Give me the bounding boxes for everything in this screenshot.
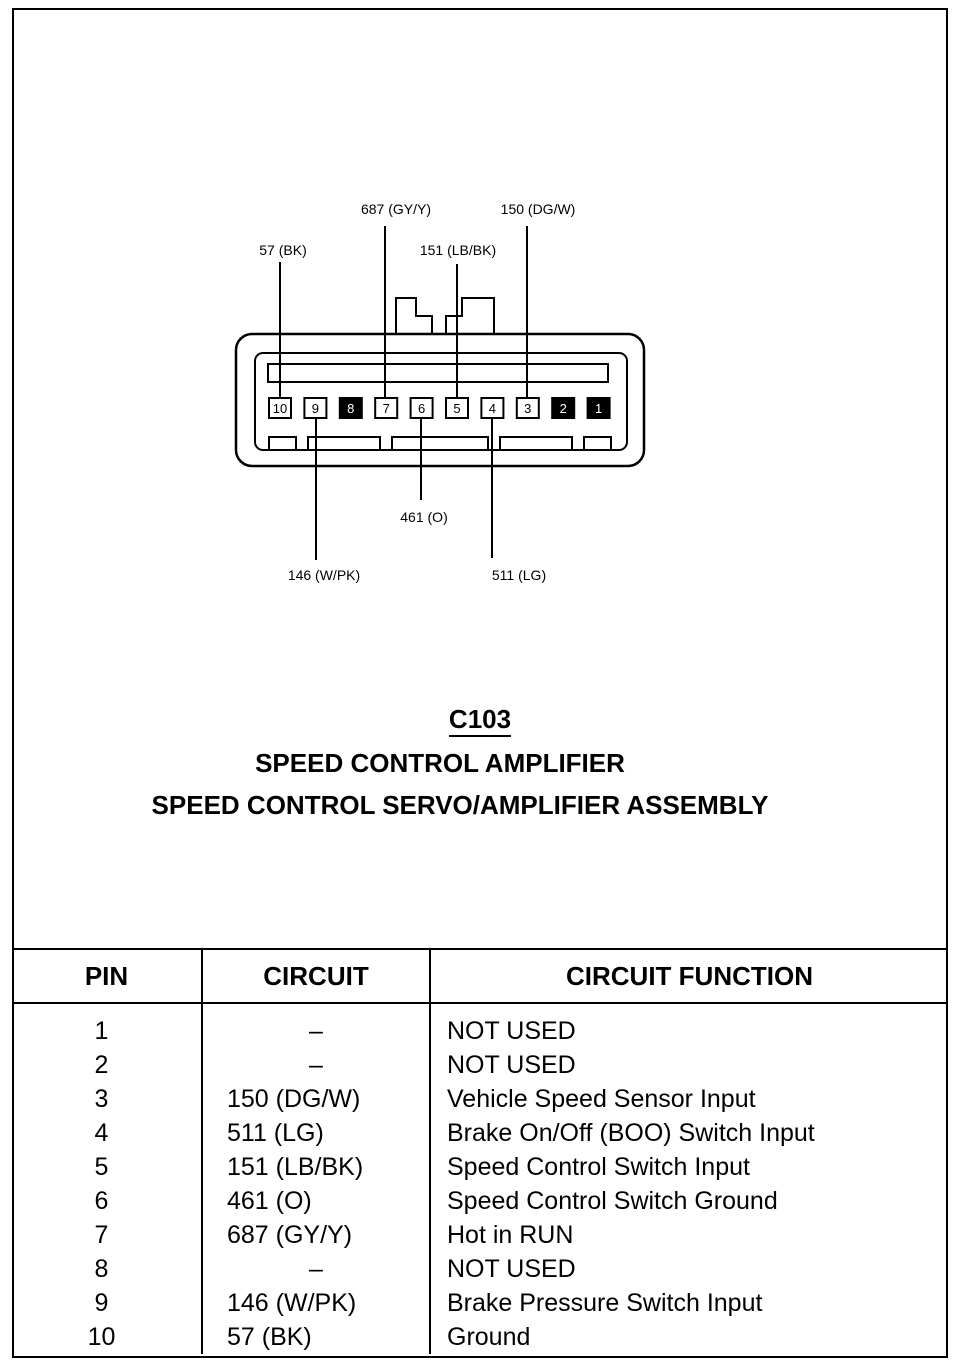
connector-subtitle-1: SPEED CONTROL AMPLIFIER: [255, 748, 625, 778]
table-row: 7 687 (GY/Y)Hot in RUN: [12, 1218, 948, 1252]
pin-number: 4: [489, 401, 496, 416]
table-row: 6 461 (O)Speed Control Switch Ground: [12, 1184, 948, 1218]
pin-cell: 10: [87, 1322, 116, 1351]
pin-cell: 3: [94, 1084, 109, 1113]
table-row: 8 –NOT USED: [12, 1252, 948, 1286]
pin-box: [586, 397, 611, 419]
header-pin: PIN: [12, 948, 202, 1004]
pin-cell: 9: [94, 1288, 109, 1317]
circuit-cell: 150 (DG/W): [201, 1082, 430, 1116]
function-cell: Speed Control Switch Ground: [429, 1184, 948, 1218]
function-cell: NOT USED: [429, 1003, 948, 1048]
circuit-cell: –: [201, 1003, 430, 1048]
function-cell: NOT USED: [429, 1048, 948, 1082]
pin-number: 7: [383, 401, 390, 416]
table-row: 10 57 (BK)Ground: [12, 1320, 948, 1354]
bottom-key: [583, 436, 612, 450]
locking-tab-left: [395, 297, 433, 334]
circuit-cell: 146 (W/PK): [201, 1286, 430, 1320]
pin-number: 5: [453, 401, 460, 416]
pin-box: [551, 397, 576, 419]
wire-label-687: 687 (GY/Y): [361, 201, 431, 217]
circuit-cell: 687 (GY/Y): [201, 1218, 430, 1252]
pin-number: 9: [312, 401, 319, 416]
function-cell: NOT USED: [429, 1252, 948, 1286]
function-cell: Brake On/Off (BOO) Switch Input: [429, 1116, 948, 1150]
table-row: 3 150 (DG/W)Vehicle Speed Sensor Input: [12, 1082, 948, 1116]
pin-box: [374, 397, 399, 419]
bottom-key: [391, 436, 489, 450]
pin-number: 1: [595, 401, 602, 416]
wire-label-151: 151 (LB/BK): [420, 242, 496, 258]
connector-outline: [234, 332, 646, 468]
connector-inner-outline: [254, 352, 628, 451]
circuit-cell: 57 (BK): [201, 1320, 430, 1354]
circuit-cell: –: [201, 1048, 430, 1082]
pin-cell: 1: [94, 1016, 109, 1045]
pin-cell: 5: [94, 1152, 109, 1181]
connector-slot: [267, 363, 609, 383]
function-cell: Speed Control Switch Input: [429, 1150, 948, 1184]
header-function: CIRCUIT FUNCTION: [429, 948, 948, 1004]
function-cell: Vehicle Speed Sensor Input: [429, 1082, 948, 1116]
bottom-key: [268, 436, 297, 450]
table-row: 2 –NOT USED: [12, 1048, 948, 1082]
function-cell: Brake Pressure Switch Input: [429, 1286, 948, 1320]
connector-diagram: 10 9 8 7 6 5 4 3 2 1 57 (BK) 687 (GY/Y) 151 (LB/B…: [234, 201, 646, 583]
wire-label-511: 511 (LG): [492, 567, 546, 583]
pin-cell: 8: [94, 1254, 109, 1283]
table-row: 5 151 (LB/BK)Speed Control Switch Input: [12, 1150, 948, 1184]
table-row: 9 146 (W/PK)Brake Pressure Switch Input: [12, 1286, 948, 1320]
pin-cell: 7: [94, 1220, 109, 1249]
table-header-row: PIN CIRCUIT CIRCUIT FUNCTION: [12, 948, 948, 1004]
locking-tab-right: [445, 297, 495, 334]
pin-cell: 6: [94, 1186, 109, 1215]
wire-label-57: 57 (BK): [259, 242, 306, 258]
function-cell: Hot in RUN: [429, 1218, 948, 1252]
diagram-frame: [12, 8, 948, 1358]
wire-label-150: 150 (DG/W): [501, 201, 576, 217]
bottom-key: [499, 436, 573, 450]
table-row: 4 511 (LG)Brake On/Off (BOO) Switch Input: [12, 1116, 948, 1150]
pin-box: [338, 397, 363, 419]
pin-number: 3: [524, 401, 531, 416]
pin-number: 8: [347, 401, 354, 416]
circuit-cell: 461 (O): [201, 1184, 430, 1218]
pin-number: 10: [273, 401, 287, 416]
bottom-key: [307, 436, 381, 450]
wire-label-146: 146 (W/PK): [288, 567, 360, 583]
connector-id: C103: [448, 704, 512, 737]
connector-title: C103: [0, 704, 960, 737]
circuit-cell: –: [201, 1252, 430, 1286]
circuit-cell: 511 (LG): [201, 1116, 430, 1150]
pin-row: 10 9 8 7 6 5 4 3 2 1: [268, 397, 611, 419]
header-circuit: CIRCUIT: [201, 948, 430, 1004]
pin-number: 2: [560, 401, 567, 416]
wire-label-461: 461 (O): [400, 509, 447, 525]
pin-cell: 4: [94, 1118, 109, 1147]
circuit-cell: 151 (LB/BK): [201, 1150, 430, 1184]
connector-subtitle-2: SPEED CONTROL SERVO/AMPLIFIER ASSEMBLY: [151, 790, 769, 820]
function-cell: Ground: [429, 1320, 948, 1354]
pin-cell: 2: [94, 1050, 109, 1079]
pin-number: 6: [418, 401, 425, 416]
table-row: 1 –NOT USED: [12, 1003, 948, 1048]
